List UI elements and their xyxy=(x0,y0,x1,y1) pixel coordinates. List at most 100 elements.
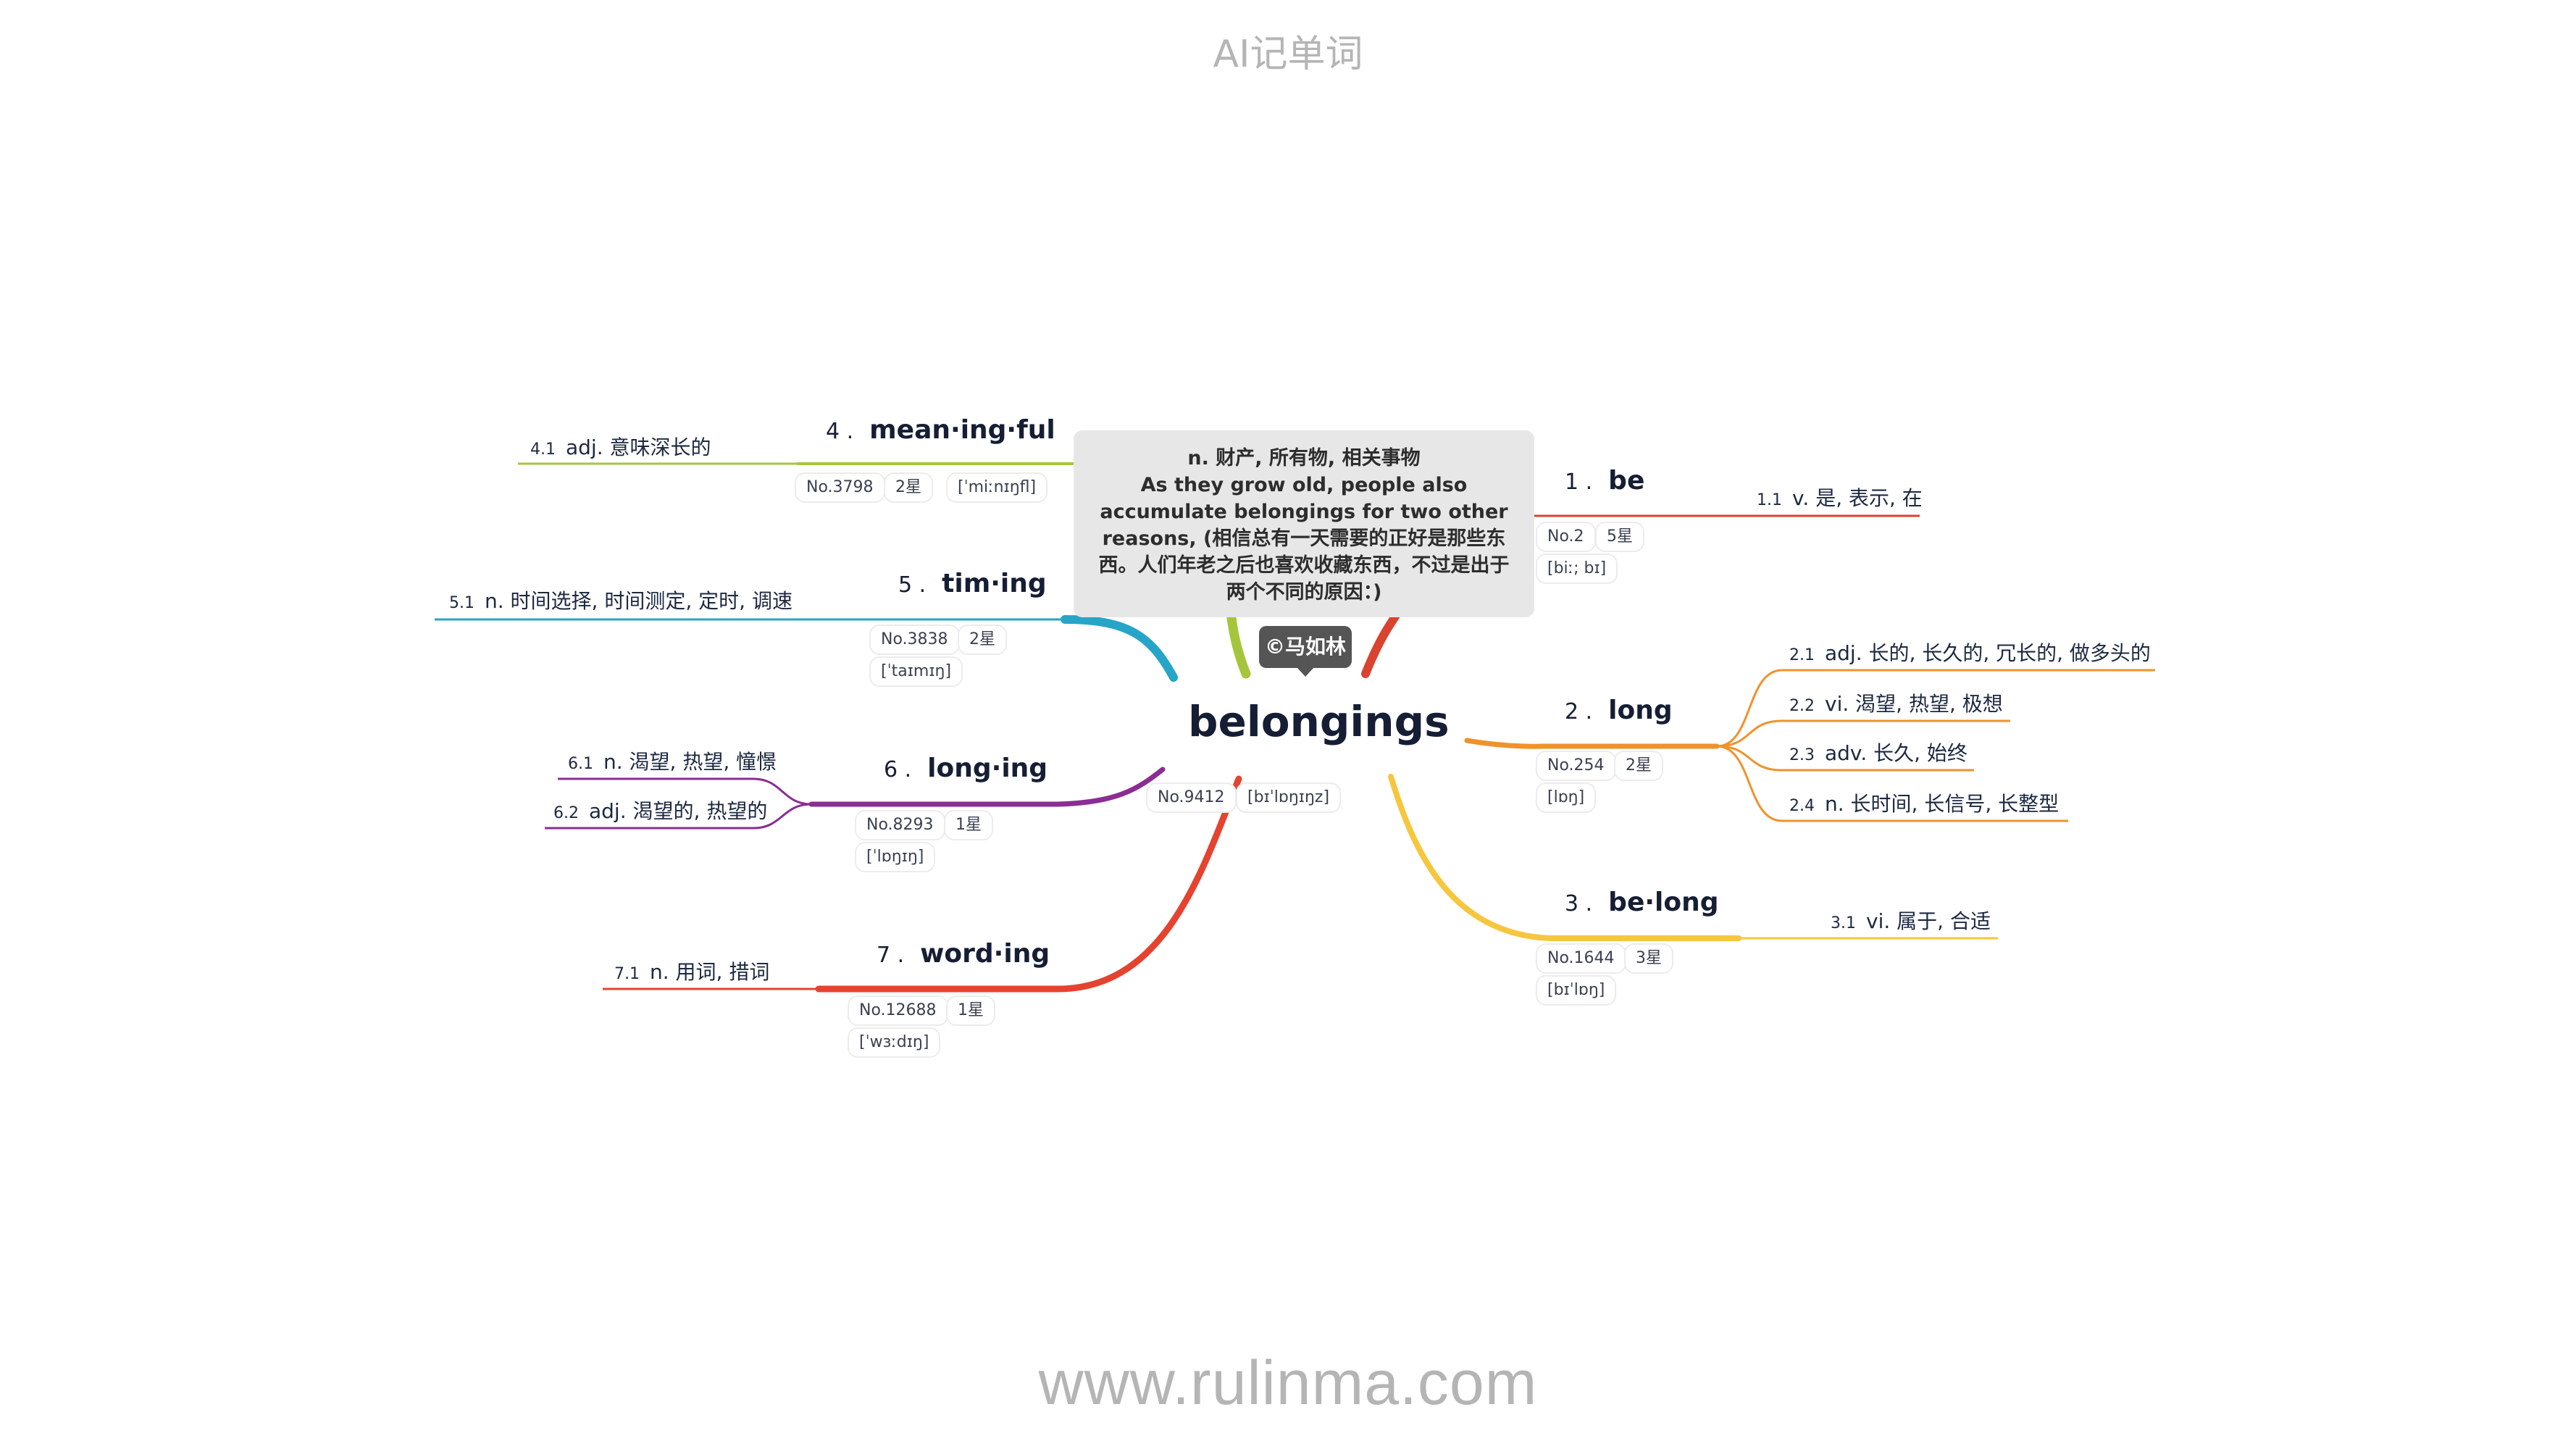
meaning-number: 1.1 xyxy=(1757,491,1782,509)
note-line: reasons, (相信总有一天需要的正好是那些东 xyxy=(1102,527,1506,550)
word-rank: No.254 xyxy=(1536,751,1616,781)
word-index: 5 . xyxy=(898,572,927,598)
word-rank: No.1644 xyxy=(1536,943,1626,974)
center-word[interactable]: belongings xyxy=(1188,697,1450,746)
branch-line-wording xyxy=(815,775,1242,993)
line-long-2-4 xyxy=(1716,745,2068,822)
word-index: 3 . xyxy=(1565,891,1593,916)
word-phonetic: [ˈlɒŋɪŋ] xyxy=(855,842,936,872)
branch-line-longing xyxy=(808,767,1166,807)
meaning-number: 2.1 xyxy=(1789,646,1815,664)
meaning-text: vi. 属于, 合适 xyxy=(1866,909,1991,933)
word-phonetic: [ˈwɜːdɪŋ] xyxy=(848,1027,941,1058)
word-stars: 3星 xyxy=(1624,943,1673,974)
word-node-be[interactable]: 1 . be xyxy=(1565,466,1644,496)
word-rank: No.3798 xyxy=(795,472,885,503)
site-url: www.rulinma.com xyxy=(1038,1348,1538,1418)
line-long-2-3 xyxy=(1716,745,1974,772)
meaning-4-1[interactable]: 4.1 adj. 意味深长的 xyxy=(530,432,711,461)
definition-note: n. 财产, 所有物, 相关事物 As they grow old, peopl… xyxy=(1074,430,1534,617)
meaning-number: 6.2 xyxy=(553,804,579,822)
meaning-text: adj. 长的, 长久的, 冗长的, 做多头的 xyxy=(1825,641,2151,665)
meaning-text: n. 渴望, 热望, 憧憬 xyxy=(603,750,777,774)
word-index: 6 . xyxy=(884,757,912,782)
meaning-number: 3.1 xyxy=(1831,914,1856,932)
branch-line-be xyxy=(1361,608,1402,678)
word-node-meaningful[interactable]: 4 .mean·ing·ful xyxy=(826,415,1055,445)
meaning-text: adj. 渴望的, 热望的 xyxy=(589,799,768,823)
word-rank: No.3838 xyxy=(869,625,960,655)
meaning-number: 6.1 xyxy=(568,755,593,773)
meaning-6-1[interactable]: 6.1 n. 渴望, 热望, 憧憬 xyxy=(568,746,777,775)
word-index: 2 . xyxy=(1565,699,1593,724)
meaning-number: 2.3 xyxy=(1789,746,1815,764)
word-rank: No.8293 xyxy=(855,810,945,840)
meaning-number: 7.1 xyxy=(614,965,640,983)
line-long-2-1 xyxy=(1716,669,2155,748)
word-label: long·ing xyxy=(927,753,1048,783)
meaning-text: n. 时间选择, 时间测定, 定时, 调速 xyxy=(485,589,793,613)
meaning-2-1[interactable]: 2.1 adj. 长的, 长久的, 冗长的, 做多头的 xyxy=(1789,638,2151,667)
word-node-longing[interactable]: 6 . long·ing xyxy=(884,753,1047,783)
word-phonetic: [ˈtaɪmɪŋ] xyxy=(869,656,963,687)
word-node-long[interactable]: 2 . long xyxy=(1565,696,1673,725)
author-badge: ©马如林 xyxy=(1259,626,1352,677)
word-rank: No.2 xyxy=(1536,522,1596,552)
word-rank: No.12688 xyxy=(848,995,948,1026)
branch-line-timing xyxy=(1061,615,1178,682)
meaning-text: v. 是, 表示, 在 xyxy=(1792,486,1923,510)
word-index: 1 . xyxy=(1565,469,1593,495)
meaning-number: 5.1 xyxy=(449,594,474,612)
word-node-wording[interactable]: 7 . word·ing xyxy=(877,939,1050,969)
meaning-text: n. 用词, 措词 xyxy=(650,960,770,984)
meaning-number: 2.2 xyxy=(1789,697,1815,715)
meaning-text: adv. 长久, 始终 xyxy=(1825,741,1967,765)
branch-line-belong xyxy=(1388,774,1741,941)
app-title: AI记单词 xyxy=(1213,33,1363,76)
meaning-text: n. 长时间, 长信号, 长整型 xyxy=(1825,792,2059,816)
word-stars: 1星 xyxy=(946,995,995,1026)
word-stars: 5星 xyxy=(1595,522,1644,552)
line-longing-6-1 xyxy=(558,777,812,806)
meaning-2-4[interactable]: 2.4 n. 长时间, 长信号, 长整型 xyxy=(1789,788,2059,817)
meaning-7-1[interactable]: 7.1 n. 用词, 措词 xyxy=(614,956,769,985)
word-index: 4 . xyxy=(826,419,854,444)
meaning-text: vi. 渴望, 热望, 极想 xyxy=(1825,692,2003,716)
meaning-1-1[interactable]: 1.1 v. 是, 表示, 在 xyxy=(1757,483,1923,511)
note-line: n. 财产, 所有物, 相关事物 xyxy=(1187,447,1421,469)
word-label: be xyxy=(1608,466,1645,496)
branch-line-long xyxy=(1464,738,1720,749)
word-stars: 2星 xyxy=(958,625,1007,655)
word-stars: 2星 xyxy=(1614,751,1663,781)
center-phonetic: [bɪˈlɒŋɪŋz] xyxy=(1236,782,1342,813)
meaning-5-1[interactable]: 5.1 n. 时间选择, 时间测定, 定时, 调速 xyxy=(449,585,793,614)
word-node-belong[interactable]: 3 . be·long xyxy=(1565,888,1719,917)
word-phonetic: [bɪˈlɒŋ] xyxy=(1536,975,1617,1006)
note-line: 西。人们年老之后也喜欢收藏东西，不过是出于 xyxy=(1098,554,1510,577)
note-line: 两个不同的原因：) xyxy=(1226,581,1382,604)
word-label: be·long xyxy=(1608,888,1719,917)
word-phonetic: [lɒŋ] xyxy=(1536,782,1597,813)
line-long-2-2 xyxy=(1716,719,2010,748)
line-longing-6-2 xyxy=(545,803,812,830)
word-index: 7 . xyxy=(877,943,905,968)
meaning-number: 2.4 xyxy=(1789,797,1815,815)
note-line: As they grow old, people also xyxy=(1140,474,1468,496)
word-stars: 2星 xyxy=(884,472,933,503)
meaning-3-1[interactable]: 3.1 vi. 属于, 合适 xyxy=(1831,906,1991,935)
word-label: word·ing xyxy=(920,939,1050,969)
meaning-2-3[interactable]: 2.3 adv. 长久, 始终 xyxy=(1789,738,1967,767)
word-stars: 1星 xyxy=(944,810,993,840)
center-rank: No.9412 xyxy=(1146,782,1237,813)
meaning-number: 4.1 xyxy=(530,440,556,459)
word-phonetic: [biː; bɪ] xyxy=(1536,554,1618,584)
meaning-2-2[interactable]: 2.2 vi. 渴望, 热望, 极想 xyxy=(1789,688,2003,717)
meaning-6-2[interactable]: 6.2 adj. 渴望的, 热望的 xyxy=(553,796,767,824)
word-phonetic: [ˈmiːnɪŋfl] xyxy=(946,472,1048,503)
note-line: accumulate belongings for two other xyxy=(1100,501,1508,523)
word-node-timing[interactable]: 5 . tim·ing xyxy=(898,569,1047,598)
word-label: tim·ing xyxy=(942,569,1047,598)
meaning-text: adj. 意味深长的 xyxy=(566,435,711,459)
word-label: long xyxy=(1608,696,1673,725)
